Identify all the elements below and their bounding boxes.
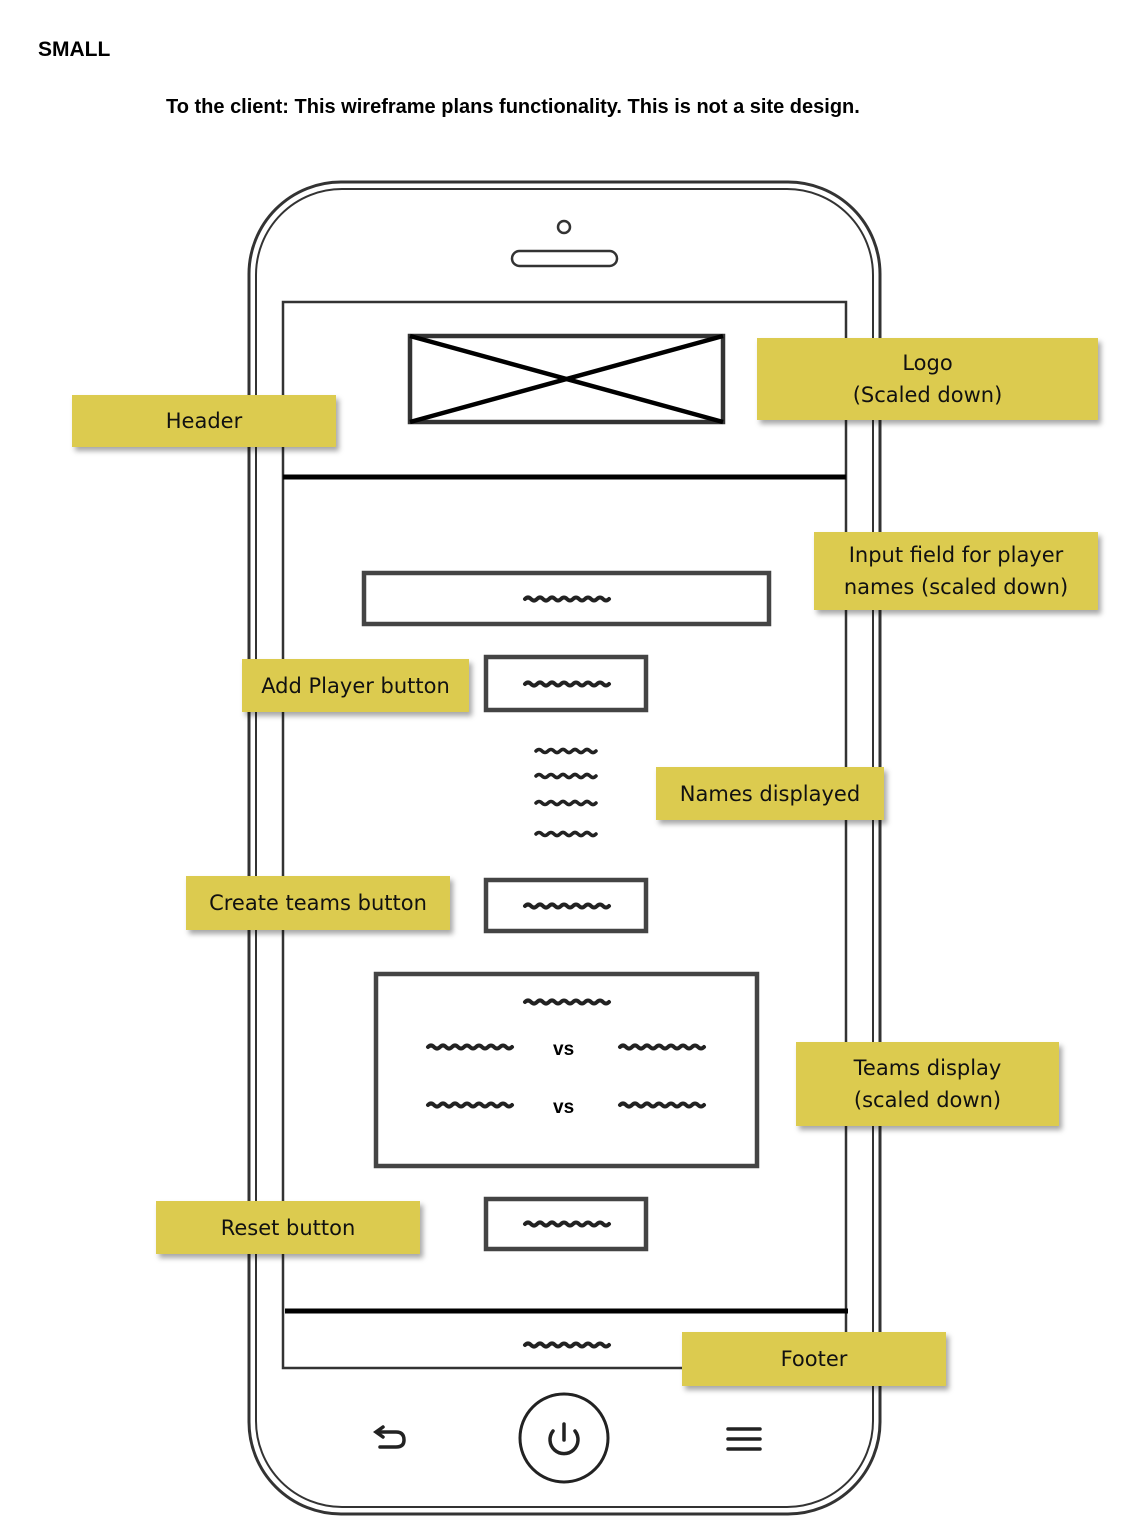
add-player-annotation: Add Player button	[242, 659, 469, 712]
names-displayed-annotation: Names displayed	[656, 767, 884, 820]
back-arrow-icon	[372, 1425, 406, 1449]
phone-outer-frame	[247, 180, 882, 1516]
speaker-icon	[510, 249, 619, 268]
teams-display	[373, 971, 760, 1169]
phone-screen	[281, 300, 848, 1370]
reset-button	[483, 1196, 649, 1252]
add-player-button	[483, 654, 649, 713]
header-annotation: Header	[72, 395, 336, 447]
hamburger-menu-icon	[726, 1427, 762, 1451]
size-label: SMALL	[38, 38, 111, 61]
teams-display-annotation: Teams display (scaled down)	[796, 1042, 1059, 1126]
vs-label: vs	[553, 1039, 575, 1060]
reset-annotation: Reset button	[156, 1201, 420, 1254]
player-name-input	[361, 570, 772, 627]
camera-icon	[556, 219, 572, 235]
phone-inner-frame	[255, 188, 874, 1508]
logo-annotation: Logo (Scaled down)	[757, 338, 1098, 420]
create-teams-button	[483, 877, 649, 934]
input-field-annotation: Input field for player names (scaled dow…	[814, 532, 1098, 610]
logo-placeholder	[407, 333, 726, 425]
client-note: To the client: This wireframe plans func…	[166, 96, 860, 118]
footer-annotation: Footer	[682, 1332, 946, 1386]
vs-label: vs	[553, 1097, 575, 1118]
power-icon	[518, 1392, 610, 1484]
create-teams-annotation: Create teams button	[186, 876, 450, 930]
